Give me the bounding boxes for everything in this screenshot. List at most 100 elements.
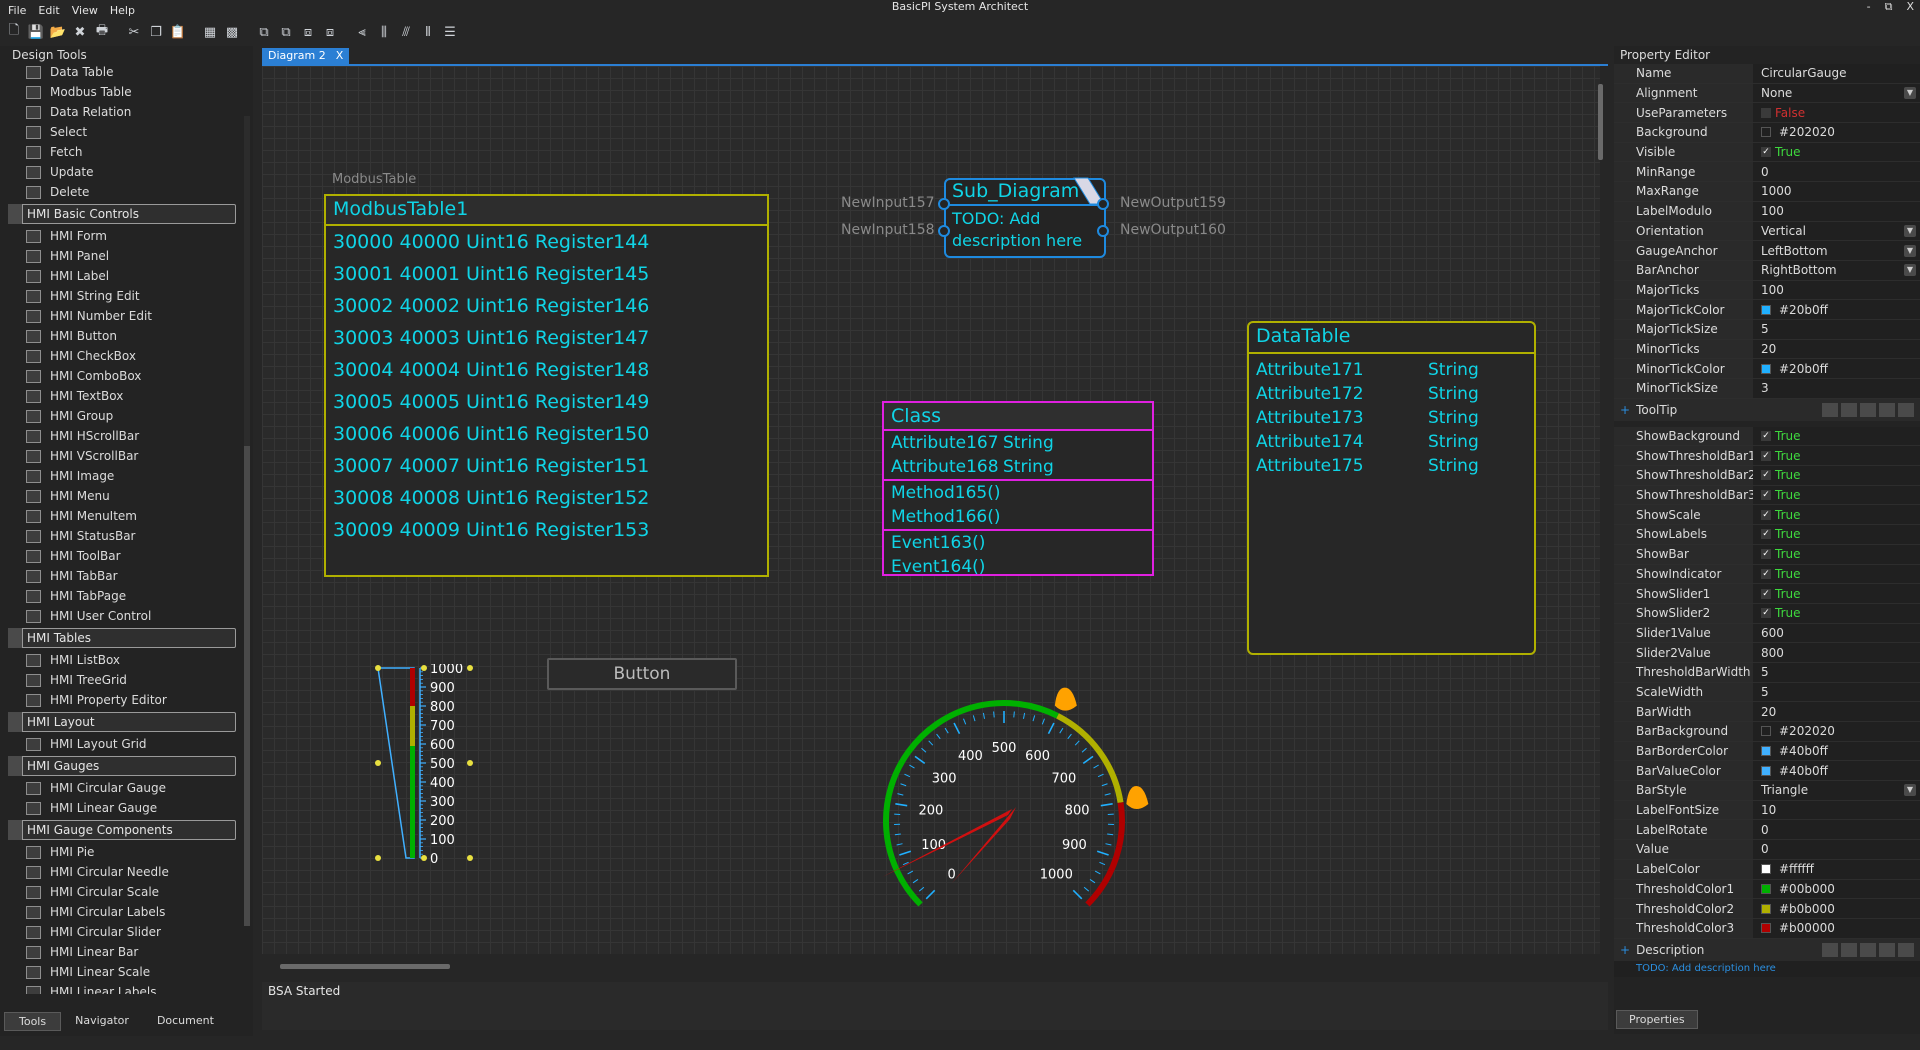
tool-item-hmi-tabpage[interactable]: HMI TabPage xyxy=(8,586,236,606)
property-value[interactable]: False xyxy=(1753,103,1920,123)
print-icon[interactable]: 🖶 xyxy=(95,23,109,38)
checkbox-checked-icon[interactable]: ✓ xyxy=(1761,608,1771,619)
property-value[interactable]: 5 xyxy=(1753,682,1920,702)
property-row-minortickcolor[interactable]: MinorTickColor#20b0ff xyxy=(1614,359,1920,379)
property-row-showthresholdbar2[interactable]: ShowThresholdBar2✓True xyxy=(1614,466,1920,486)
tool-item-modbus-table[interactable]: Modbus Table xyxy=(8,82,236,102)
chevron-down-icon[interactable]: ▼ xyxy=(1904,264,1916,277)
diagram-canvas[interactable]: ModbusTable ModbusTable1 30000 40000 Uin… xyxy=(262,66,1600,954)
tool-item-hmi-number-edit[interactable]: HMI Number Edit xyxy=(8,306,236,326)
input-port[interactable] xyxy=(938,225,950,237)
checkbox-checked-icon[interactable]: ✓ xyxy=(1761,529,1771,540)
tool-item-hmi-statusbar[interactable]: HMI StatusBar xyxy=(8,526,236,546)
property-row-showthresholdbar1[interactable]: ShowThresholdBar1✓True xyxy=(1614,446,1920,467)
description-category[interactable]: + Description xyxy=(1614,938,1920,961)
tool-item-hmi-circular-gauge[interactable]: HMI Circular Gauge xyxy=(8,778,236,798)
tool-item-hmi-circular-labels[interactable]: HMI Circular Labels xyxy=(8,902,236,922)
property-value[interactable]: RightBottom▼ xyxy=(1753,260,1920,280)
property-value[interactable]: CircularGauge xyxy=(1753,64,1920,83)
tool-item-hmi-group[interactable]: HMI Group xyxy=(8,406,236,426)
minimize-button[interactable]: - xyxy=(1866,0,1871,13)
edit-icon[interactable] xyxy=(1898,942,1914,957)
new-icon[interactable]: 🗋 xyxy=(8,23,20,38)
input-port[interactable] xyxy=(938,198,950,210)
property-row-showslider2[interactable]: ShowSlider2✓True xyxy=(1614,603,1920,624)
edit-icon[interactable] xyxy=(1898,402,1914,417)
edit-icon[interactable] xyxy=(1879,942,1895,957)
property-row-thresholdcolor1[interactable]: ThresholdColor1#00b000 xyxy=(1614,879,1920,900)
property-value[interactable]: ✓True xyxy=(1753,505,1920,525)
tool-item-hmi-hscrollbar[interactable]: HMI HScrollBar xyxy=(8,426,236,446)
chevron-down-icon[interactable]: ▼ xyxy=(1904,784,1916,797)
group-icon[interactable]: ⧈ xyxy=(303,24,313,40)
copy-icon[interactable]: ❐ xyxy=(150,24,162,40)
checkbox-checked-icon[interactable]: ✓ xyxy=(1761,509,1771,520)
property-value[interactable]: #202020 xyxy=(1753,123,1920,142)
send-back-icon[interactable]: ⧉ xyxy=(281,24,291,40)
property-row-thresholdcolor2[interactable]: ThresholdColor2#b0b000 xyxy=(1614,899,1920,919)
property-value[interactable]: #b00000 xyxy=(1753,918,1920,938)
canvas-horizontal-thumb[interactable] xyxy=(280,964,450,969)
property-row-majortickcolor[interactable]: MajorTickColor#20b0ff xyxy=(1614,300,1920,320)
tool-item-hmi-linear-labels[interactable]: HMI Linear Labels xyxy=(8,982,236,994)
property-row-showthresholdbar3[interactable]: ShowThresholdBar3✓True xyxy=(1614,485,1920,506)
tool-item-hmi-treegrid[interactable]: HMI TreeGrid xyxy=(8,670,236,690)
property-row-showslider1[interactable]: ShowSlider1✓True xyxy=(1614,584,1920,604)
property-row-barbordercolor[interactable]: BarBorderColor#40b0ff xyxy=(1614,741,1920,762)
property-value[interactable]: 800 xyxy=(1753,643,1920,662)
property-value[interactable]: #40b0ff xyxy=(1753,761,1920,781)
category-hmi-tables[interactable]: HMI Tables xyxy=(8,628,236,648)
tab-diagram-2[interactable]: Diagram 2 X xyxy=(262,48,350,64)
ungroup-icon[interactable]: ⧈ xyxy=(325,24,335,40)
edit-icon[interactable] xyxy=(1841,402,1857,417)
edit-icon[interactable] xyxy=(1822,942,1838,957)
expand-icon[interactable]: + xyxy=(1620,942,1631,957)
property-value[interactable]: #ffffff xyxy=(1753,859,1920,879)
tool-item-hmi-form[interactable]: HMI Form xyxy=(8,226,236,246)
tool-item-hmi-linear-scale[interactable]: HMI Linear Scale xyxy=(8,962,236,982)
property-value[interactable]: 100 xyxy=(1753,201,1920,221)
tooltip-category[interactable]: + ToolTip xyxy=(1614,398,1920,421)
tab-navigator[interactable]: Navigator xyxy=(75,1014,129,1027)
checkbox-checked-icon[interactable]: ✓ xyxy=(1761,470,1771,481)
property-value[interactable]: ✓True xyxy=(1753,466,1920,485)
tab-tools[interactable]: Tools xyxy=(4,1012,62,1031)
tool-item-fetch[interactable]: Fetch xyxy=(8,142,236,162)
checkbox-checked-icon[interactable]: ✓ xyxy=(1761,549,1771,560)
tool-item-hmi-circular-slider[interactable]: HMI Circular Slider xyxy=(8,922,236,942)
tool-item-hmi-vscrollbar[interactable]: HMI VScrollBar xyxy=(8,446,236,466)
close-tab-button[interactable]: X xyxy=(335,49,344,62)
property-row-barbackground[interactable]: BarBackground#202020 xyxy=(1614,722,1920,742)
close-window-button[interactable]: X xyxy=(1906,0,1914,13)
tool-item-hmi-image[interactable]: HMI Image xyxy=(8,466,236,486)
tool-item-hmi-circular-needle[interactable]: HMI Circular Needle xyxy=(8,862,236,882)
distribute-v-icon[interactable]: ☰ xyxy=(444,24,456,40)
property-value[interactable]: 3 xyxy=(1753,379,1920,398)
menu-view[interactable]: View xyxy=(71,4,98,17)
tool-item-hmi-textbox[interactable]: HMI TextBox xyxy=(8,386,236,406)
paste-icon[interactable]: 📋 xyxy=(169,24,187,40)
property-value[interactable]: 0 xyxy=(1753,840,1920,859)
tool-item-hmi-button[interactable]: HMI Button xyxy=(8,326,236,346)
property-value[interactable]: 20 xyxy=(1753,702,1920,721)
edit-icon[interactable] xyxy=(1879,402,1895,417)
tool-item-hmi-user-control[interactable]: HMI User Control xyxy=(8,606,236,626)
open-icon[interactable]: 📂 xyxy=(49,24,67,40)
property-row-background[interactable]: Background#202020 xyxy=(1614,123,1920,143)
property-value[interactable]: LeftBottom▼ xyxy=(1753,241,1920,260)
chevron-down-icon[interactable]: ▼ xyxy=(1904,224,1916,237)
property-value[interactable]: 5 xyxy=(1753,319,1920,339)
